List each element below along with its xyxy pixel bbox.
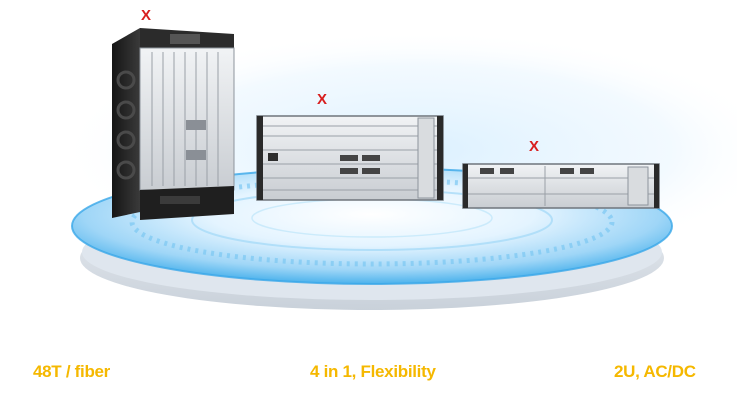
caption-center: 4 in 1, Flexibility: [310, 362, 436, 381]
medium-device-marker: X: [317, 91, 328, 108]
caption-right: 2U, AC/DC: [614, 362, 696, 381]
small-chassis-device: [462, 163, 660, 209]
platform-tick-ring: [129, 177, 615, 267]
large-chassis-device: [112, 28, 235, 220]
large-device-marker: X: [141, 7, 152, 24]
caption-left: 48T / fiber: [33, 362, 111, 381]
medium-chassis-device: [256, 115, 444, 201]
small-device-marker: X: [529, 138, 540, 155]
